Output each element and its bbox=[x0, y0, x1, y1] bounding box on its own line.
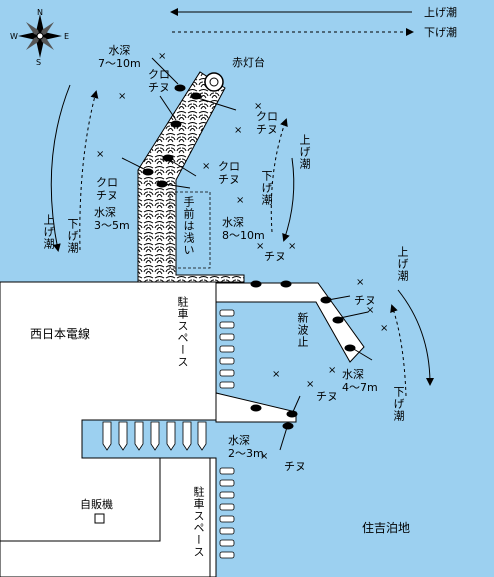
tide-label: 下げ潮 bbox=[392, 386, 405, 422]
species-label: チヌ bbox=[284, 460, 306, 473]
vending-machine-icon bbox=[94, 513, 105, 524]
compass-s: S bbox=[36, 58, 42, 67]
tide-label: 上げ潮 bbox=[42, 214, 55, 250]
tide-label: 下げ潮 bbox=[66, 218, 79, 254]
fishing-spot-x-icon: × bbox=[366, 305, 375, 316]
fishing-spot-x-icon: × bbox=[118, 91, 127, 102]
parking-strip bbox=[209, 457, 217, 577]
tide-label: 上げ潮 bbox=[298, 134, 311, 170]
tide-arrow-icon bbox=[282, 157, 295, 242]
tide-label: 下げ潮 bbox=[260, 170, 273, 206]
depth-right-label: 水深 4～7m bbox=[342, 368, 378, 394]
depth-mid-label: 水深 8～10m bbox=[222, 216, 265, 242]
species-label: クロ チヌ bbox=[148, 68, 170, 94]
depth-left-label: 水深 3～5m bbox=[94, 206, 130, 232]
fishing-spot-x-icon: × bbox=[260, 451, 269, 462]
fishing-spot-x-icon: × bbox=[254, 101, 263, 112]
fishing-spot-x-icon: × bbox=[96, 149, 105, 160]
vending-label: 自販機 bbox=[80, 498, 113, 511]
lighthouse-label: 赤灯台 bbox=[232, 56, 265, 69]
compass-n: N bbox=[37, 8, 43, 17]
tide-arrow-icon bbox=[270, 118, 288, 233]
species-label: チヌ bbox=[316, 390, 338, 403]
species-label: チヌ bbox=[354, 294, 376, 307]
company-label: 西日本電線 bbox=[30, 327, 91, 341]
fishing-spot-x-icon: × bbox=[272, 369, 281, 380]
angler-figure-icon bbox=[121, 57, 373, 451]
shallow-label: 手前は浅い bbox=[182, 196, 195, 256]
fishing-spot-x-icon: × bbox=[158, 51, 167, 62]
tide-label: 上げ潮 bbox=[396, 246, 409, 282]
species-label: クロ チヌ bbox=[96, 176, 118, 202]
parking-label: 駐車スペース bbox=[176, 296, 189, 368]
tide-arrow-icon bbox=[50, 84, 71, 252]
compass-w: W bbox=[10, 32, 18, 41]
species-label: クロ チヌ bbox=[218, 160, 240, 186]
tide-arrow-icon bbox=[79, 90, 99, 251]
fishing-spot-x-icon: × bbox=[328, 365, 337, 376]
fishing-spot-x-icon: × bbox=[256, 241, 265, 252]
depth-inner-label: 水深 2～3m bbox=[228, 434, 264, 460]
compass-rose-icon bbox=[18, 14, 62, 58]
tetrapod-breakwater bbox=[137, 71, 245, 283]
breakwater-label: 新波止 bbox=[296, 312, 309, 348]
fishing-spot-x-icon: × bbox=[356, 277, 365, 288]
species-label: チヌ bbox=[264, 250, 286, 263]
legend-rising-tide: 上げ潮 bbox=[424, 6, 457, 19]
legend-falling-tide: 下げ潮 bbox=[424, 26, 457, 39]
parked-car-icon bbox=[219, 309, 235, 559]
compass-e: E bbox=[64, 32, 70, 41]
fishing-spot-x-icon: × bbox=[236, 195, 245, 206]
tide-arrow-icon bbox=[397, 289, 434, 386]
parking-label: 駐車スペース bbox=[192, 486, 205, 558]
boat-icon bbox=[102, 421, 207, 451]
fishing-spot-x-icon: × bbox=[202, 161, 211, 172]
fishing-spot-x-icon: × bbox=[306, 379, 315, 390]
fishing-spot-x-icon: × bbox=[234, 125, 243, 136]
fishing-spot-x-icon: × bbox=[380, 323, 389, 334]
tide-arrow-icon bbox=[390, 304, 407, 397]
shallow-zone-box bbox=[169, 191, 211, 269]
depth-outer-label: 水深 7～10m bbox=[98, 44, 141, 70]
species-label: クロ チヌ bbox=[256, 110, 278, 136]
fishing-spot-x-icon: × bbox=[288, 241, 297, 252]
anchorage-label: 住吉泊地 bbox=[362, 521, 411, 535]
